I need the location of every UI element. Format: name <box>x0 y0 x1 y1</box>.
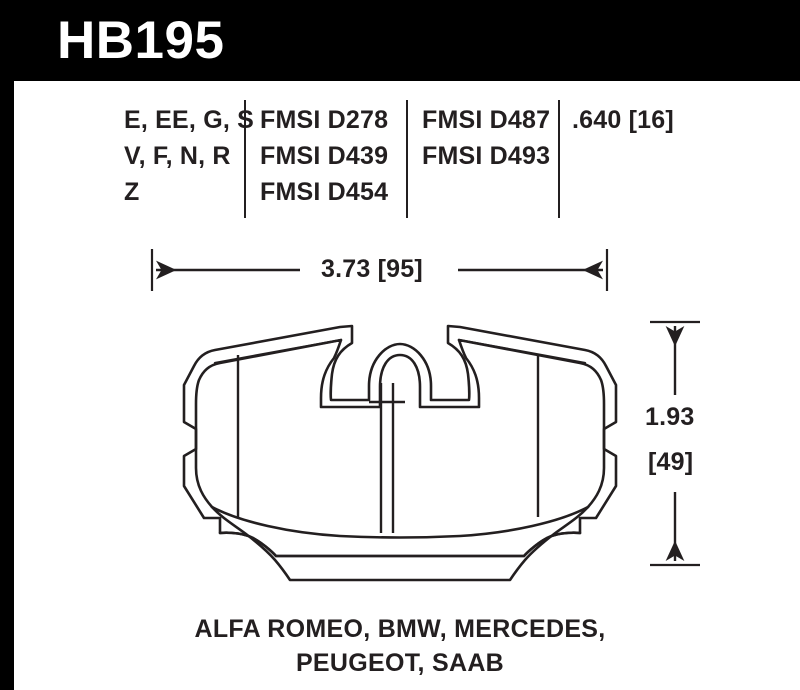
spec-cell: E, EE, G, S <box>124 106 255 134</box>
spec-cell: Z <box>124 178 140 206</box>
spec-cell: .640 [16] <box>572 106 674 134</box>
title-banner: HB195 <box>0 0 800 81</box>
brake-pad-top-rim-line <box>213 338 343 365</box>
left-border-rail <box>0 0 14 690</box>
table-column-thickness: .640 [16] <box>558 100 708 218</box>
height-dimension-group <box>650 320 700 567</box>
width-dimension-label: 3.73 [95] <box>321 255 423 283</box>
spec-cell: FMSI D278 <box>260 106 389 134</box>
vehicle-line: ALFA ROMEO, BMW, MERCEDES, <box>194 615 606 643</box>
table-column-compound-codes: E, EE, G, S V, F, N, R Z <box>118 100 255 218</box>
brake-pad-friction-material-outline <box>194 338 606 582</box>
height-dimension-label-mm: [49] <box>648 448 694 476</box>
height-dimension-label-inches: 1.93 <box>645 403 695 431</box>
brake-pad-backing-plate-outline <box>182 324 618 558</box>
brake-pad-lower-friction-curve <box>210 505 590 539</box>
spec-cell: FMSI D439 <box>260 142 389 170</box>
vehicle-line: PEUGEOT, SAAB <box>295 649 505 677</box>
spec-cell: FMSI D487 <box>422 106 551 134</box>
page-title: HB195 <box>57 11 225 70</box>
spec-cell: FMSI D493 <box>422 142 551 170</box>
spec-cell: V, F, N, R <box>124 142 231 170</box>
table-column-fmsi-group-2: FMSI D487 FMSI D493 <box>406 100 558 218</box>
brake-pad-bottom-edge-line <box>218 531 582 558</box>
spec-cell: FMSI D454 <box>260 178 389 206</box>
table-column-fmsi-group-1: FMSI D278 FMSI D439 FMSI D454 <box>244 100 406 218</box>
vehicle-application-list: ALFA ROMEO, BMW, MERCEDES, PEUGEOT, SAAB <box>0 612 800 680</box>
specification-table: E, EE, G, S V, F, N, R Z FMSI D278 FMSI … <box>118 100 710 218</box>
brake-pad-top-rim-line-right <box>457 338 587 365</box>
